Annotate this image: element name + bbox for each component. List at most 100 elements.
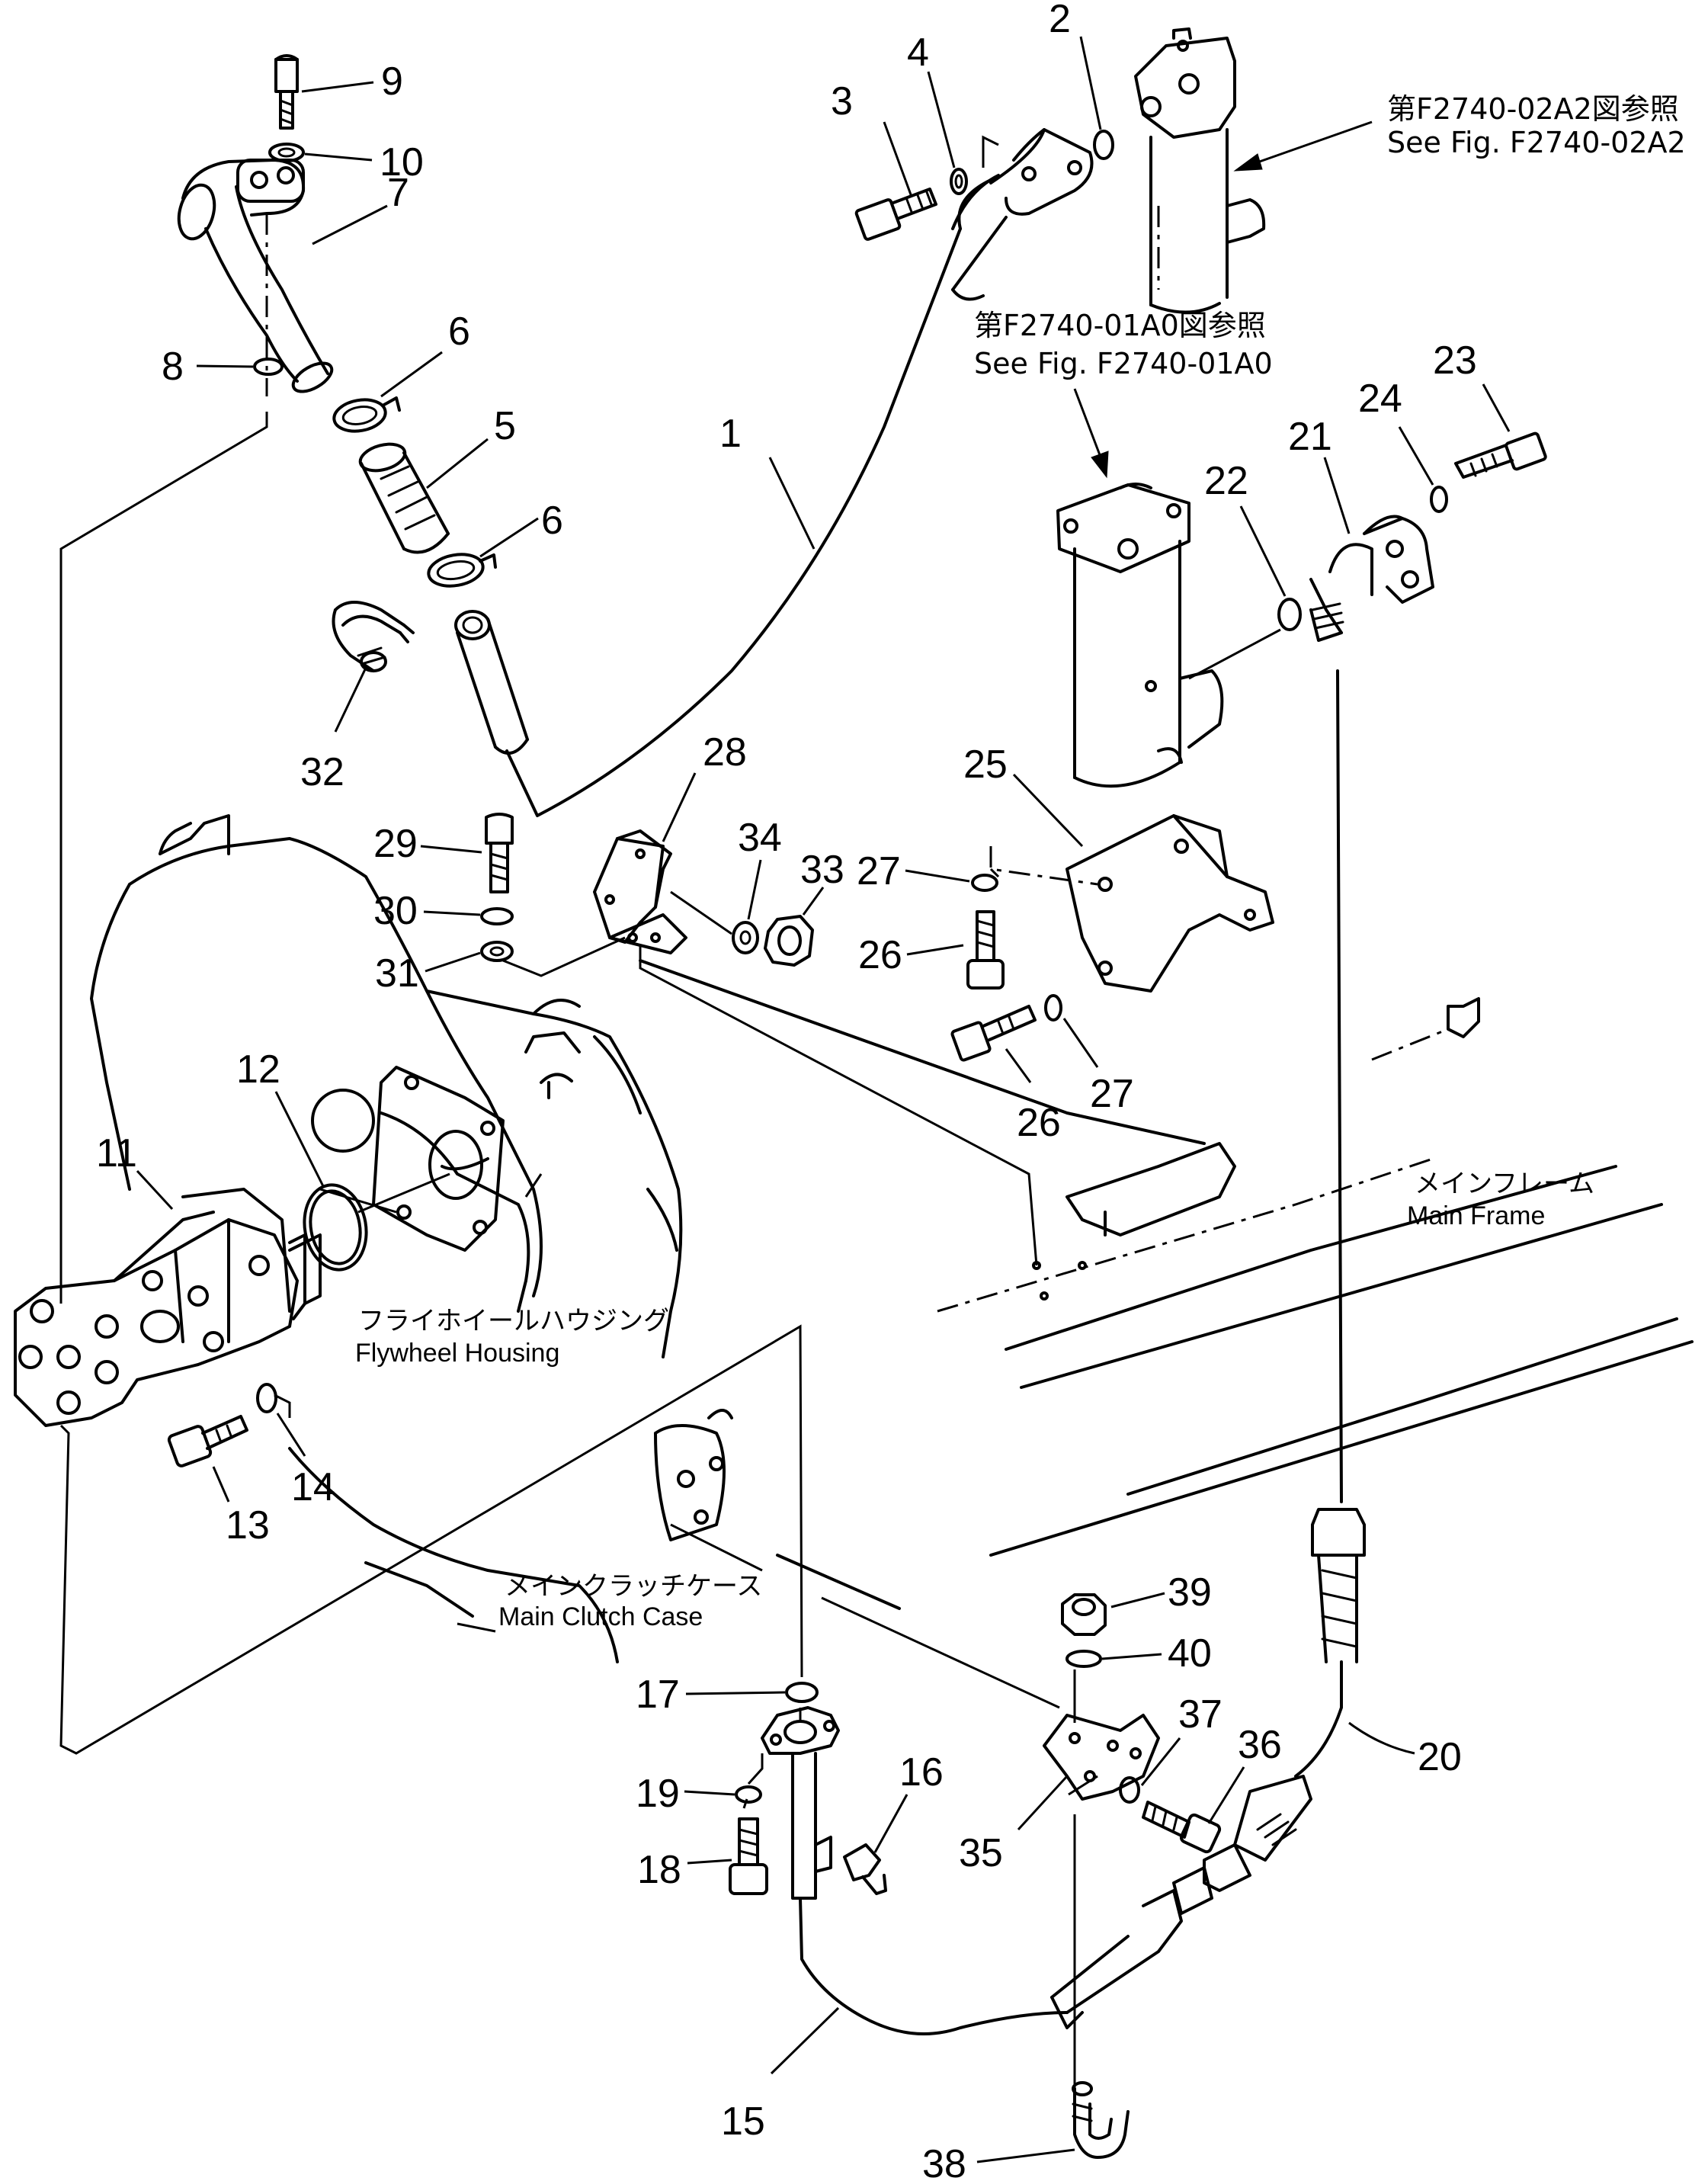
part-label-31: 31 xyxy=(375,951,481,996)
part-label-3: 3 xyxy=(831,79,913,197)
clutch-case-leader xyxy=(457,1622,496,1633)
washer-27-lower-icon xyxy=(1044,994,1062,1022)
svg-text:7: 7 xyxy=(387,171,409,215)
svg-text:17: 17 xyxy=(636,1673,680,1717)
oring-22-icon xyxy=(1188,598,1302,680)
svg-text:37: 37 xyxy=(1178,1692,1223,1737)
clamp-6-upper-icon xyxy=(332,396,401,433)
part-label-33: 33 xyxy=(800,848,844,916)
part-label-28: 28 xyxy=(662,730,747,842)
svg-text:22: 22 xyxy=(1204,459,1248,503)
ref-upper-jp: 第F2740-02A2図参照 xyxy=(1387,92,1679,126)
svg-text:16: 16 xyxy=(899,1750,944,1795)
washer-34-icon xyxy=(670,890,759,954)
washer-27-upper-icon xyxy=(971,874,998,892)
ref-lower-jp: 第F2740-01A0図参照 xyxy=(974,309,1266,342)
oring-17-icon xyxy=(785,1682,819,1703)
bolt-9-icon xyxy=(274,54,299,130)
svg-text:29: 29 xyxy=(373,822,418,866)
part-label-21: 21 xyxy=(1288,415,1351,534)
pipe-15-line-icon xyxy=(799,1897,1069,2035)
part-label-27-lower: 27 xyxy=(1062,1018,1134,1116)
svg-text:24: 24 xyxy=(1358,377,1402,421)
flywheel-housing-outline xyxy=(90,814,683,1358)
part-label-11: 11 xyxy=(96,1131,174,1211)
svg-text:39: 39 xyxy=(1168,1570,1212,1615)
svg-text:6: 6 xyxy=(541,499,563,543)
part-label-20: 20 xyxy=(1348,1721,1462,1779)
washer-14-icon xyxy=(256,1383,277,1413)
nut-33-icon xyxy=(764,915,814,967)
part-label-17: 17 xyxy=(636,1673,786,1717)
ref-arrow-lower xyxy=(1073,388,1109,479)
svg-text:25: 25 xyxy=(963,743,1008,787)
washer-40-icon xyxy=(1065,1650,1102,1668)
svg-text:40: 40 xyxy=(1168,1631,1212,1676)
bolt-3-icon xyxy=(854,188,937,241)
part-label-8: 8 xyxy=(162,345,254,389)
part-label-13: 13 xyxy=(212,1466,270,1548)
washer-4-icon xyxy=(950,168,968,195)
part-label-7: 7 xyxy=(312,171,409,245)
part-label-23: 23 xyxy=(1433,338,1511,432)
bracket-35-icon xyxy=(1043,1714,1160,1801)
part-label-6-lower: 6 xyxy=(479,499,563,558)
washer-24-icon xyxy=(1430,486,1448,513)
main-clutch-case-label-en: Main Clutch Case xyxy=(498,1602,703,1631)
svg-text:23: 23 xyxy=(1433,338,1477,383)
part-label-34: 34 xyxy=(738,816,782,920)
part-label-22: 22 xyxy=(1204,459,1287,597)
part-label-37: 37 xyxy=(1140,1692,1223,1786)
part-label-36: 36 xyxy=(1207,1723,1282,1824)
pump-mounting-flange xyxy=(372,1066,505,1252)
svg-text:35: 35 xyxy=(959,1831,1003,1875)
part-label-16: 16 xyxy=(873,1750,944,1853)
oring-8-icon xyxy=(253,358,284,376)
part-label-26-upper: 26 xyxy=(858,933,964,977)
svg-text:14: 14 xyxy=(291,1465,335,1509)
part-label-27-upper: 27 xyxy=(857,849,970,893)
elbow-7-icon xyxy=(177,159,334,396)
elbow-21-icon xyxy=(1309,515,1434,642)
svg-text:20: 20 xyxy=(1418,1735,1462,1779)
hose-lower-fitting-icon xyxy=(1050,1775,1312,2029)
svg-text:32: 32 xyxy=(300,750,344,794)
svg-text:27: 27 xyxy=(857,849,901,893)
part-label-39: 39 xyxy=(1110,1570,1212,1615)
part-label-38: 38 xyxy=(922,2142,1075,2181)
part-label-4: 4 xyxy=(907,30,956,168)
part-label-18: 18 xyxy=(637,1848,732,1892)
bracket-25-icon xyxy=(989,814,1274,993)
bolt-13-icon xyxy=(167,1415,248,1467)
washer-30-icon xyxy=(480,907,514,925)
part-label-5: 5 xyxy=(426,404,516,489)
flywheel-housing-label-en: Flywheel Housing xyxy=(355,1339,559,1368)
hose-clip-32-icon xyxy=(332,601,415,672)
svg-text:1: 1 xyxy=(719,412,742,456)
plug-16-icon xyxy=(843,1843,887,1895)
svg-text:11: 11 xyxy=(96,1131,137,1175)
main-frame-label-jp: メインフレーム xyxy=(1415,1169,1594,1198)
washer-10-icon xyxy=(268,143,305,162)
part-label-6-upper: 6 xyxy=(380,310,470,398)
bolt-23-icon xyxy=(1454,431,1547,479)
upper-filter-icon xyxy=(1134,27,1266,314)
svg-text:18: 18 xyxy=(637,1848,681,1892)
part-label-10: 10 xyxy=(304,140,424,184)
bolt-26-lower-icon xyxy=(950,1005,1037,1062)
part-label-2: 2 xyxy=(1049,0,1102,130)
part-label-40: 40 xyxy=(1101,1631,1212,1676)
part-label-30: 30 xyxy=(373,889,481,933)
svg-text:34: 34 xyxy=(738,816,782,860)
assembly-lines xyxy=(59,412,1098,2089)
part-label-32: 32 xyxy=(300,667,367,794)
bracket-28-icon xyxy=(593,829,687,954)
svg-text:10: 10 xyxy=(380,140,424,184)
svg-text:26: 26 xyxy=(858,933,902,977)
part-label-9: 9 xyxy=(301,59,403,104)
ref-upper-en: See Fig. F2740-02A2 xyxy=(1387,126,1686,159)
svg-text:28: 28 xyxy=(703,730,747,775)
svg-text:19: 19 xyxy=(636,1772,680,1816)
svg-text:27: 27 xyxy=(1090,1072,1134,1116)
